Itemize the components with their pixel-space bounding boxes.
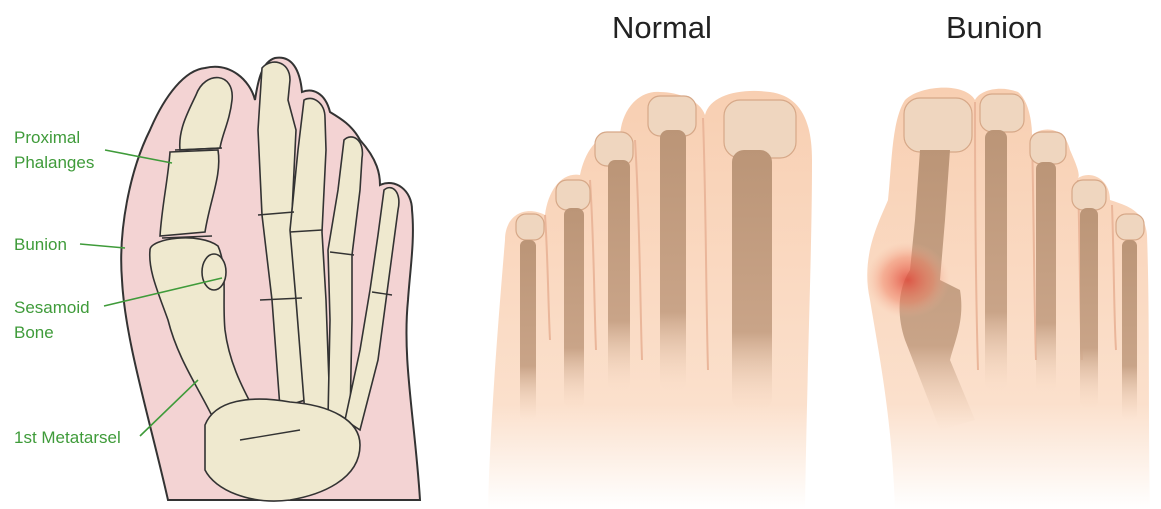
label-proximal-phalanges-line1: Proximal [14,128,80,147]
bunion-nail-1 [904,98,972,152]
bunion-inflammation [866,242,950,318]
normal-nail-1 [516,214,544,240]
bunion-bone-4 [1080,208,1098,408]
bunion-bone-2 [985,130,1007,390]
normal-title: Normal [612,10,712,45]
label-proximal-phalanges-line2: Phalanges [14,153,94,172]
normal-bone-3 [608,160,630,390]
label-first-metatarsel: 1st Metatarsel [14,428,121,447]
sesamoid-bone [202,254,226,290]
normal-nail-5 [724,100,796,158]
bunion-title: Bunion [946,10,1043,45]
bunion-bone-3 [1036,162,1056,392]
skeletal-foot-illustration [121,58,420,501]
bunion-nail-4 [1072,180,1106,210]
normal-nail-2 [556,180,590,210]
normal-bone-2 [564,208,584,408]
bunion-bone-5 [1122,240,1137,420]
normal-bone-4 [660,130,686,390]
label-bunion: Bunion [14,235,67,254]
bunion-nail-3 [1030,132,1066,164]
label-sesamoid-line2: Bone [14,323,54,342]
normal-bone-5 [732,150,772,410]
bunion-nail-2 [980,94,1024,132]
bunion-nail-5 [1116,214,1144,240]
label-sesamoid-line1: Sesamoid [14,298,90,317]
normal-bone-1 [520,240,536,420]
bunion-foot-illustration [866,88,1150,509]
normal-foot-illustration [488,91,812,509]
